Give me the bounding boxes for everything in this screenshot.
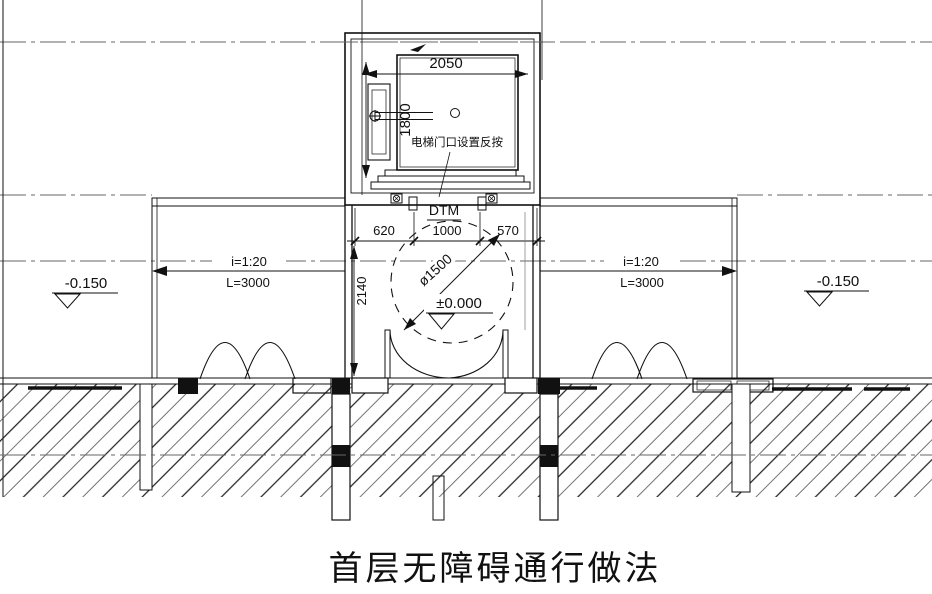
dim-1000-text: 1000: [433, 223, 462, 238]
elevator-door-note: 电梯门口设置反按: [411, 135, 503, 149]
level-marker-right: -0.150: [804, 273, 869, 307]
wall-strip-center-left: [331, 393, 351, 521]
wall-strip-center-right: [539, 393, 559, 521]
level-marker-zero: ±0.000: [424, 294, 494, 330]
dim-570-text: 570: [497, 223, 519, 238]
dimension-1800: 1800: [362, 62, 414, 178]
dim-2140-text: 2140: [354, 277, 369, 306]
column-black-1: [178, 378, 198, 394]
dimension-2140: 2140: [350, 246, 369, 376]
dim-1500-text: ø1500: [415, 250, 455, 289]
level-zero-text: ±0.000: [436, 295, 482, 312]
ramp-right-door-arcs: [591, 342, 688, 380]
ramp-left: i=1:20 L=3000: [151, 197, 346, 380]
entrance-door-swing-arcs: [389, 329, 504, 379]
column-black-2: [332, 378, 350, 394]
dim-1800-text: 1800: [397, 103, 414, 136]
column-black-3: [538, 378, 560, 394]
car-ceiling-lamp-icon: [450, 108, 460, 118]
diameter-line: [403, 233, 501, 331]
ramp-right-arrowhead-icon: [722, 266, 737, 276]
door-direction-arrow-icon: [410, 44, 426, 52]
door-leaf-below: [432, 475, 445, 521]
ramp-right: i=1:20 L=3000: [539, 197, 738, 380]
turning-circle: [390, 220, 514, 344]
wall-heavy-segments: [28, 386, 910, 391]
ramp-left-door-arcs: [199, 342, 296, 380]
dim-2050-text: 2050: [429, 55, 462, 72]
door-sill: [370, 169, 531, 190]
section-hatch: [0, 384, 932, 497]
elevator-shaft: 电梯门口设置反按 DTM: [332, 0, 552, 221]
ramp-right-label-chip: [604, 252, 680, 292]
diameter-label: ø1500: [405, 242, 464, 297]
level-marker-left: -0.150: [52, 275, 118, 309]
wall-strip-left: [139, 383, 153, 491]
dim-620-text: 620: [373, 223, 395, 238]
wall-strip-right: [731, 383, 751, 493]
section-hatch-band: [0, 377, 932, 521]
counterweight: [367, 83, 433, 161]
dtm-label: DTM: [429, 202, 459, 218]
ramp-right-length-label: L=3000: [620, 275, 664, 290]
ramp-left-length-label: L=3000: [226, 275, 270, 290]
ramp-left-arrowhead-icon: [152, 266, 167, 276]
note-leader-line: [438, 151, 451, 198]
drawing-title: 首层无障碍通行做法: [329, 550, 662, 588]
door-jamb-left: [384, 329, 391, 379]
level-left-text: -0.150: [65, 275, 108, 292]
ramp-left-label-chip: [212, 252, 286, 292]
door-jamb-right: [502, 329, 509, 379]
landing-door-posts: [390, 193, 498, 211]
level-right-text: -0.150: [817, 273, 860, 290]
ramp-right-slope-label: i=1:20: [623, 254, 659, 269]
ramp-left-slope-label: i=1:20: [231, 254, 267, 269]
entrance-side-walls: [344, 205, 541, 378]
dimension-entrance-row: 620 1000 570: [347, 208, 545, 246]
dimension-2050: 2050: [364, 55, 528, 78]
